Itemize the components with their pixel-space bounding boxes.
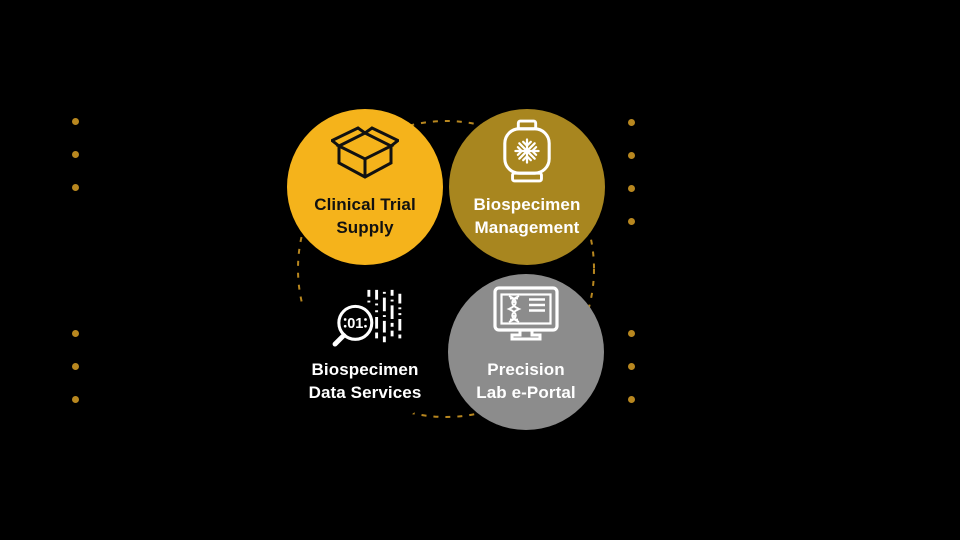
node-label-biospecimen-management: Biospecimen Management <box>449 193 605 240</box>
node-biospecimen-management: Biospecimen Management <box>449 109 605 265</box>
bullet-dot <box>628 396 635 403</box>
node-label-biospecimen-data-services: Biospecimen Data Services <box>287 358 443 405</box>
node-clinical-trial-supply: Clinical Trial Supply <box>287 109 443 265</box>
bullet-dot <box>628 119 635 126</box>
node-label-precision-lab-e-portal: Precision Lab e-Portal <box>448 358 604 405</box>
open-box-icon <box>331 126 399 179</box>
label-line: Supply <box>336 218 394 238</box>
bullet-dot <box>628 185 635 192</box>
cryo-freezer-icon <box>503 119 551 183</box>
label-line: Biospecimen <box>311 360 419 379</box>
bullet-dot <box>72 363 79 370</box>
bullet-dot <box>628 330 635 337</box>
label-line: Precision <box>487 360 565 379</box>
node-precision-lab-e-portal: Precision Lab e-Portal <box>448 274 604 430</box>
monitor-dna-icon <box>493 286 559 341</box>
binary-magnifier-icon: 01 <box>332 289 402 347</box>
bullet-dot <box>628 218 635 225</box>
bullet-dot <box>628 152 635 159</box>
label-line: Data Services <box>308 383 422 403</box>
node-label-clinical-trial-supply: Clinical Trial Supply <box>287 193 443 240</box>
dashed-ring-circle <box>297 120 595 418</box>
label-line: Biospecimen <box>473 195 581 214</box>
label-line: Management <box>474 218 580 238</box>
magnifier-binary-text: 01 <box>347 316 363 332</box>
node-biospecimen-data-services: 01 Biospecimen Data Services <box>287 274 443 430</box>
bullet-group-right-bottom <box>628 330 635 403</box>
bullet-dot <box>72 151 79 158</box>
bullet-dot <box>72 118 79 125</box>
bullet-dot <box>72 396 79 403</box>
bullet-dot <box>72 330 79 337</box>
bullet-dot <box>628 363 635 370</box>
bullet-group-left-top <box>72 118 79 191</box>
label-line: Clinical Trial <box>314 195 416 214</box>
bullet-dot <box>72 184 79 191</box>
bullet-group-left-bottom <box>72 330 79 403</box>
label-line: Lab e-Portal <box>476 383 576 403</box>
bullet-group-right-top <box>628 119 635 225</box>
